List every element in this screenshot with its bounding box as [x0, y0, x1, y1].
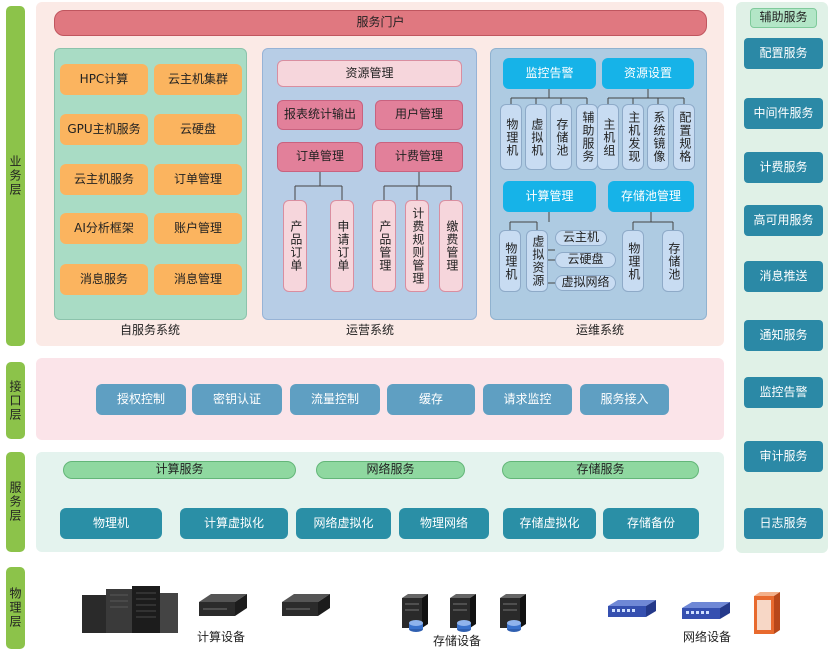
service-network-virtualization[interactable]: 网络虚拟化: [296, 508, 391, 539]
virtual-child-cloud-host[interactable]: 云主机: [555, 230, 607, 246]
compute-mgmt-button[interactable]: 计算管理: [503, 181, 596, 212]
network-switch-icon-2: [682, 602, 730, 619]
auxiliary-log[interactable]: 日志服务: [744, 508, 823, 539]
server-box-icon-2: [282, 594, 330, 616]
storage-child-physical[interactable]: 物理机: [622, 230, 644, 292]
service-storage-backup[interactable]: 存储备份: [603, 508, 699, 539]
billing-child-payment-mgmt[interactable]: 缴费管理: [439, 200, 463, 292]
network-switch-icon: [608, 600, 656, 617]
server-rack-icon: [82, 586, 178, 633]
storage-service-header[interactable]: 存储服务: [502, 461, 699, 479]
service-physical-network[interactable]: 物理网络: [399, 508, 489, 539]
settings-child-config-spec[interactable]: 配置规格: [673, 104, 695, 170]
virtual-child-cloud-disk[interactable]: 云硬盘: [555, 252, 616, 268]
self-service-cloud-host[interactable]: 云主机服务: [60, 164, 148, 195]
self-service-cloud-disk[interactable]: 云硬盘: [154, 114, 242, 145]
interface-flow-control[interactable]: 流量控制: [290, 384, 380, 415]
monitor-child-virtual[interactable]: 虚拟机: [525, 104, 547, 170]
auxiliary-notification[interactable]: 通知服务: [744, 320, 823, 351]
order-child-apply-order[interactable]: 申请订单: [330, 200, 354, 292]
auxiliary-audit[interactable]: 审计服务: [744, 441, 823, 472]
resource-mgmt-button[interactable]: 资源管理: [277, 60, 462, 87]
layer-tab-physical: 物理层: [6, 567, 25, 649]
maintenance-caption: 运维系统: [575, 323, 624, 337]
auxiliary-monitor-alarm[interactable]: 监控告警: [744, 377, 823, 408]
settings-child-host-group[interactable]: 主机组: [597, 104, 619, 170]
settings-child-system-image[interactable]: 系统镜像: [647, 104, 669, 170]
layer-tab-service: 服务层: [6, 452, 25, 552]
self-service-gpu-host[interactable]: GPU主机服务: [60, 114, 148, 145]
self-service-hpc[interactable]: HPC计算: [60, 64, 148, 95]
report-output-button[interactable]: 报表统计输出: [277, 100, 363, 130]
auxiliary-middleware[interactable]: 中间件服务: [744, 98, 823, 129]
order-child-product-order[interactable]: 产品订单: [283, 200, 307, 292]
order-mgmt-button[interactable]: 订单管理: [277, 142, 363, 172]
auxiliary-billing[interactable]: 计费服务: [744, 152, 823, 183]
resource-settings-button[interactable]: 资源设置: [602, 58, 694, 89]
service-physical-machine[interactable]: 物理机: [60, 508, 162, 539]
compute-device-label: 计算设备: [196, 630, 245, 644]
self-service-host-cluster[interactable]: 云主机集群: [154, 64, 242, 95]
storage-pool-mgmt-button[interactable]: 存储池管理: [608, 181, 694, 212]
interface-key-auth[interactable]: 密钥认证: [192, 384, 282, 415]
storage-server-icon: [450, 594, 476, 632]
monitor-child-pool[interactable]: 存储池: [550, 104, 572, 170]
interface-auth-control[interactable]: 授权控制: [96, 384, 186, 415]
monitor-alarm-button[interactable]: 监控告警: [503, 58, 596, 89]
monitor-child-physical[interactable]: 物理机: [500, 104, 522, 170]
operation-caption: 运营系统: [345, 323, 394, 337]
self-service-message-mgmt[interactable]: 消息管理: [154, 264, 242, 295]
monitor-child-aux[interactable]: 辅助服务: [576, 104, 598, 170]
network-device-label: 网络设备: [682, 630, 731, 644]
network-service-header[interactable]: 网络服务: [316, 461, 465, 479]
firewall-icon: [754, 592, 780, 634]
virtual-child-virtual-network[interactable]: 虚拟网络: [555, 275, 616, 291]
self-service-order-mgmt[interactable]: 订单管理: [154, 164, 242, 195]
compute-service-header[interactable]: 计算服务: [63, 461, 296, 479]
interface-request-monitor[interactable]: 请求监控: [483, 384, 572, 415]
auxiliary-high-availability[interactable]: 高可用服务: [744, 205, 823, 236]
service-storage-virtualization[interactable]: 存储虚拟化: [503, 508, 596, 539]
storage-child-pool[interactable]: 存储池: [662, 230, 684, 292]
compute-child-physical[interactable]: 物理机: [499, 230, 521, 292]
auxiliary-config[interactable]: 配置服务: [744, 38, 823, 69]
storage-server-icon: [402, 594, 428, 632]
service-portal-bar[interactable]: 服务门户: [54, 10, 707, 36]
billing-child-billing-rule[interactable]: 计费规则管理: [405, 200, 429, 292]
layer-tab-interface: 接口层: [6, 362, 25, 439]
self-service-ai-framework[interactable]: AI分析框架: [60, 213, 148, 244]
user-mgmt-button[interactable]: 用户管理: [375, 100, 463, 130]
self-service-caption: 自服务系统: [119, 323, 180, 337]
auxiliary-message-push[interactable]: 消息推送: [744, 261, 823, 292]
layer-tab-business: 业务层: [6, 6, 25, 346]
self-service-account-mgmt[interactable]: 账户管理: [154, 213, 242, 244]
interface-service-access[interactable]: 服务接入: [580, 384, 669, 415]
billing-mgmt-button[interactable]: 计费管理: [375, 142, 463, 172]
billing-child-product-mgmt[interactable]: 产品管理: [372, 200, 396, 292]
storage-device-label: 存储设备: [432, 634, 481, 648]
compute-child-virtual[interactable]: 虚拟资源: [526, 230, 548, 292]
server-box-icon: [199, 594, 247, 616]
settings-child-host-discovery[interactable]: 主机发现: [622, 104, 644, 170]
self-service-message-service[interactable]: 消息服务: [60, 264, 148, 295]
storage-server-icon: [500, 594, 526, 632]
auxiliary-title: 辅助服务: [750, 8, 817, 28]
service-compute-virtualization[interactable]: 计算虚拟化: [180, 508, 288, 539]
interface-cache[interactable]: 缓存: [387, 384, 475, 415]
